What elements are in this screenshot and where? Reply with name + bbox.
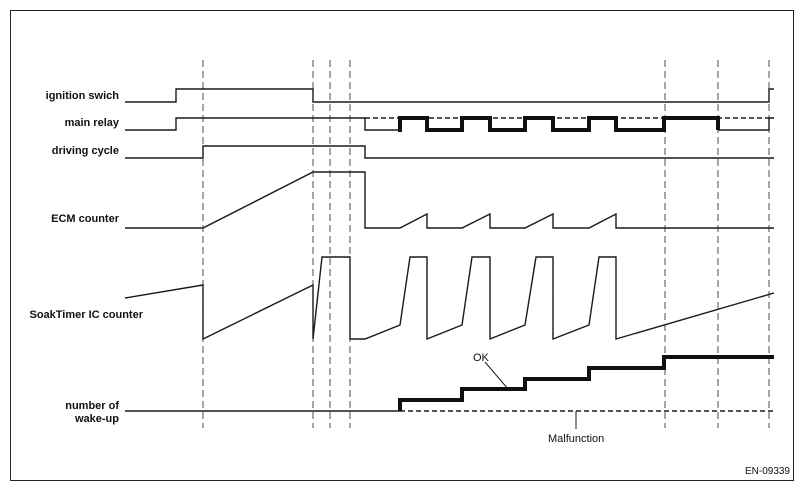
diagram-frame [10, 10, 794, 481]
signal-main-relay-pulses [398, 116, 720, 132]
ok-leader-line [484, 361, 509, 390]
label-driving-cycle: driving cycle [52, 145, 119, 157]
label-wake-up-line1: number of [65, 400, 119, 412]
signal-ecm-counter [125, 171, 774, 229]
annotation-malfunction: Malfunction [548, 433, 604, 445]
signal-soak-timer-counter [124, 256, 775, 341]
signal-main-relay-tail [718, 117, 774, 131]
label-main-relay: main relay [65, 117, 120, 129]
signal-driving-cycle [125, 145, 774, 159]
signal-ignition-switch [125, 88, 774, 103]
label-ignition-switch: ignition swich [46, 90, 120, 102]
label-soak-timer-counter: SoakTimer IC counter [30, 309, 144, 321]
label-wake-up-line2: wake-up [74, 413, 119, 425]
annotation-ok: OK [473, 352, 490, 364]
time-guide-lines [202, 60, 770, 428]
signal-wake-up-ok [398, 355, 774, 411]
signal-main-relay [125, 117, 398, 131]
figure-code: EN-09339 [745, 466, 790, 477]
label-ecm-counter: ECM counter [51, 213, 120, 225]
